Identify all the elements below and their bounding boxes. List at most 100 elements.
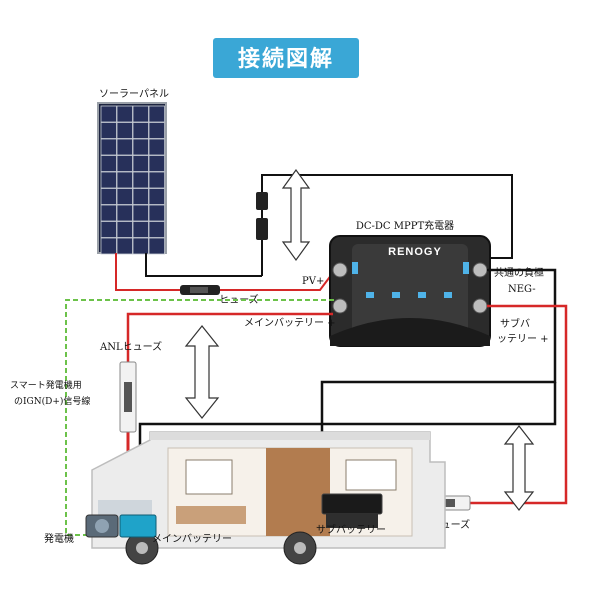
solar-cell <box>100 204 117 222</box>
terminal-marker-2 <box>463 262 469 274</box>
terminal-marker-1 <box>352 262 358 274</box>
solar-cell <box>116 204 133 222</box>
indicator-icon-3 <box>418 292 426 298</box>
indicator-icon-1 <box>366 292 374 298</box>
van-rear-hub <box>294 542 306 554</box>
van-cabinet <box>266 448 330 536</box>
sub-battery-plus-label-line1: サブバ <box>500 317 530 330</box>
solar-cell <box>116 188 133 205</box>
solar-cell <box>148 155 165 172</box>
solar-cell <box>100 221 117 238</box>
anl-fuse-left: ANLヒューズ <box>99 340 162 433</box>
ign-signal-wire <box>65 299 334 536</box>
mc4-upper-body <box>256 192 268 210</box>
double-arrow-pv <box>281 168 311 262</box>
solar-cell <box>148 237 165 255</box>
solar-cell <box>148 171 165 189</box>
sub-battery-plus-label-line2: ッテリー + <box>497 334 549 345</box>
main-battery-plus-label: メインバッテリー + <box>244 317 336 329</box>
van-window-left <box>185 459 233 495</box>
solar-cell <box>116 122 133 139</box>
solar-cell <box>100 237 117 255</box>
solar-cell <box>148 122 165 139</box>
solar-cell <box>132 138 149 156</box>
alternator-pulley <box>95 519 109 533</box>
solar-cell <box>116 138 133 156</box>
main-battery <box>119 514 157 538</box>
common-negative-label: 共通の負極 <box>494 266 544 279</box>
solar-panel-label: ソーラーパネル <box>99 88 169 100</box>
charger-face <box>352 244 468 338</box>
double-arrow-main <box>184 325 220 419</box>
solar-cell <box>100 155 117 172</box>
charger-terminals <box>332 262 488 314</box>
van-front-hub <box>136 542 148 554</box>
mc4-lower-body <box>256 218 268 240</box>
smart-alternator-label-line2: のIGN(D+)信号線 <box>14 395 90 407</box>
anl-fuse-left-label: ANLヒューズ <box>99 340 162 353</box>
dc-dc-mppt-charger: DC-DC MPPT充電器 RENOGY <box>329 219 491 347</box>
solar-cell <box>116 171 133 189</box>
indicator-icon-4 <box>444 292 452 298</box>
solar-cell <box>116 105 133 123</box>
solar-cell <box>132 171 149 189</box>
pv-plus-label: PV+ <box>302 276 324 287</box>
double-arrow-sub <box>503 425 535 511</box>
van-seat <box>176 506 246 524</box>
solar-cell <box>100 171 117 189</box>
charger-indicators <box>366 292 452 298</box>
solar-cell <box>116 237 133 255</box>
indicator-icon-2 <box>392 292 400 298</box>
mc4-connector-lower <box>256 218 268 240</box>
main-battery-positive-wire <box>126 312 333 362</box>
sub-battery <box>321 493 383 528</box>
solar-cell <box>148 204 165 222</box>
title-background <box>213 38 359 78</box>
solar-cell <box>116 221 133 238</box>
charger-lower-skirt <box>330 318 490 346</box>
solar-panel-cells <box>100 105 165 255</box>
solar-cell <box>132 204 149 222</box>
terminal-pv-positive <box>332 262 348 278</box>
neg-label: NEG- <box>508 284 536 295</box>
solar-cell <box>148 138 165 156</box>
solar-positive-wire <box>115 253 180 291</box>
charger-label: DC-DC MPPT充電器 <box>356 219 454 232</box>
van-window-right <box>345 459 397 491</box>
alternator-label: 発電機 <box>44 532 74 545</box>
terminal-common-negative <box>472 262 488 278</box>
sub-battery-top <box>321 493 383 515</box>
solar-cell <box>132 122 149 139</box>
page-title: 接続図解 <box>238 46 334 72</box>
solar-cell <box>100 122 117 139</box>
sub-battery-base <box>326 514 378 528</box>
solar-cell <box>100 105 117 123</box>
solar-cell <box>116 155 133 172</box>
terminal-main-battery-positive <box>332 298 348 314</box>
solar-negative-wire <box>145 253 262 277</box>
solar-cell <box>100 188 117 205</box>
smart-alternator-label-line1: スマート発電機用 <box>10 379 82 391</box>
solar-cell <box>132 221 149 238</box>
solar-cell <box>132 237 149 255</box>
solar-cell <box>100 138 117 156</box>
main-battery-label: メインバッテリー <box>152 533 232 545</box>
camper-van <box>91 431 446 565</box>
terminal-sub-battery-positive <box>472 298 488 314</box>
anl-fuse-left-core <box>124 382 132 412</box>
pv-fuse-core <box>190 287 208 293</box>
solar-cell <box>148 105 165 123</box>
pv-negative-wire <box>261 174 513 259</box>
fuse-label: ヒューズ <box>219 293 259 306</box>
solar-cell <box>132 105 149 123</box>
brand-logo: RENOGY <box>388 246 442 258</box>
alternator <box>85 514 119 538</box>
title-badge: 接続図解 <box>213 38 359 78</box>
main-battery-body <box>119 514 157 538</box>
mc4-connector-upper <box>256 192 268 210</box>
solar-cell <box>132 155 149 172</box>
van-roof <box>150 432 430 440</box>
sub-battery-label: サブバッテリー <box>316 523 386 536</box>
solar-panel: ソーラーパネル <box>97 88 169 255</box>
